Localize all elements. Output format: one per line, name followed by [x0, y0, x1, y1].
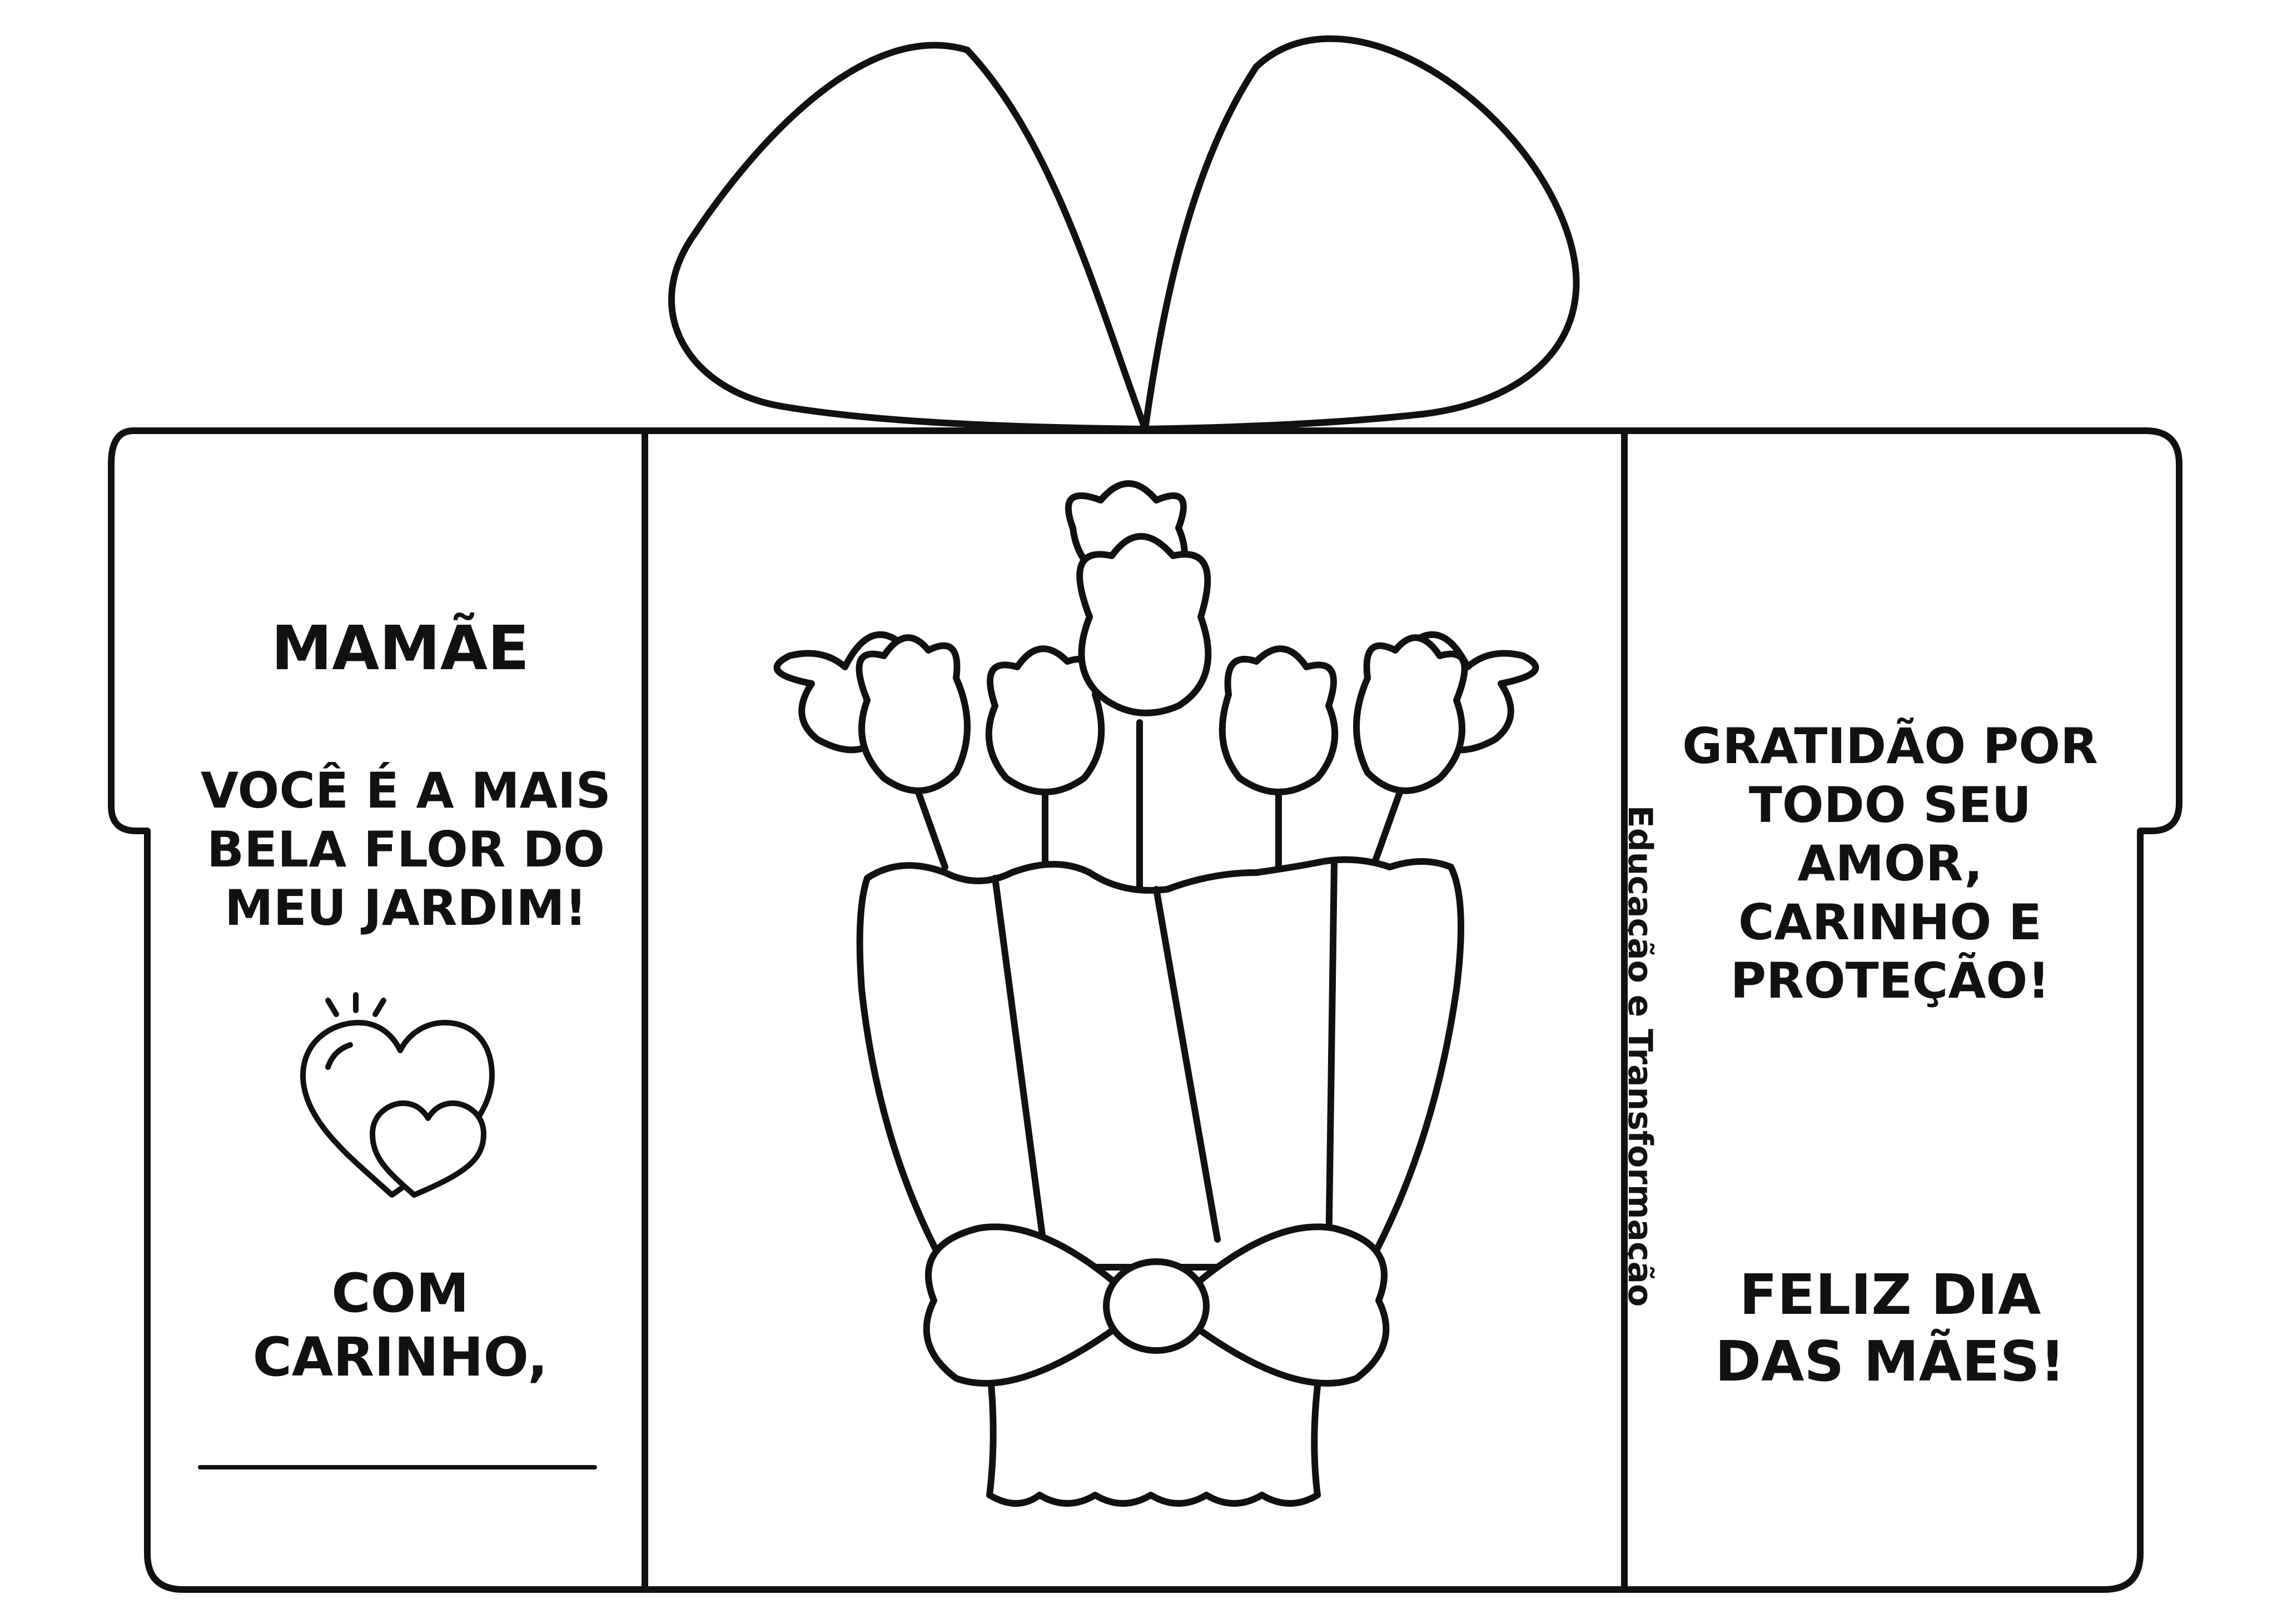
greeting-title: MAMÃE: [271, 612, 530, 684]
tulip-flower: [985, 645, 1105, 795]
gratitude-block: GRATIDÃO POR TODO SEU AMOR, CARINHO E PR…: [1657, 717, 2124, 1010]
tulip-stem: [1370, 786, 1404, 870]
bouquet-bow-knot: [1103, 1258, 1210, 1354]
closing-block: COM CARINHO,: [178, 1262, 623, 1389]
gratitude-line: TODO SEU: [1748, 776, 2032, 834]
closing-line: COM: [331, 1262, 469, 1324]
wish-line: FELIZ DIA: [1739, 1262, 2041, 1327]
closing-line: CARINHO,: [252, 1326, 548, 1389]
tulip-bouquet-illustration: [773, 480, 1539, 1507]
bouquet-bow-right: [1186, 1223, 1390, 1387]
message-line: MEU JARDIM!: [225, 879, 587, 937]
gift-box-outline: [108, 427, 2182, 1593]
gratitude-line: AMOR,: [1797, 835, 1983, 893]
tulip-flower: [1219, 645, 1339, 795]
gratitude-line: CARINHO E: [1738, 893, 2042, 951]
gratitude-line: PROTEÇÃO!: [1730, 952, 2050, 1010]
message-line: BELA FLOR DO: [206, 820, 605, 878]
tulip-flower: [1353, 634, 1468, 794]
tulip-flower: [1076, 533, 1212, 716]
wish-line: DAS MÃES!: [1714, 1329, 2066, 1394]
message-line: VOCÊ É A MAIS: [201, 762, 611, 819]
tulip-stem: [914, 786, 948, 870]
tulip-flower: [856, 634, 971, 794]
left-panel: MAMÃE: [178, 611, 623, 685]
gratitude-line: GRATIDÃO POR: [1682, 718, 2098, 775]
bouquet-wrap: [856, 856, 1464, 1271]
gift-bow-left-loop: [668, 42, 1149, 432]
watermark-text: Educação e Transformação: [1620, 805, 1659, 1307]
wish-block: FELIZ DIA DAS MÃES!: [1657, 1262, 2124, 1395]
message-block: VOCÊ É A MAIS BELA FLOR DO MEU JARDIM!: [167, 761, 645, 938]
bouquet-bow-left: [923, 1223, 1126, 1387]
double-hearts-icon: [300, 992, 495, 1198]
gift-bow-right-loop: [1142, 35, 1580, 432]
